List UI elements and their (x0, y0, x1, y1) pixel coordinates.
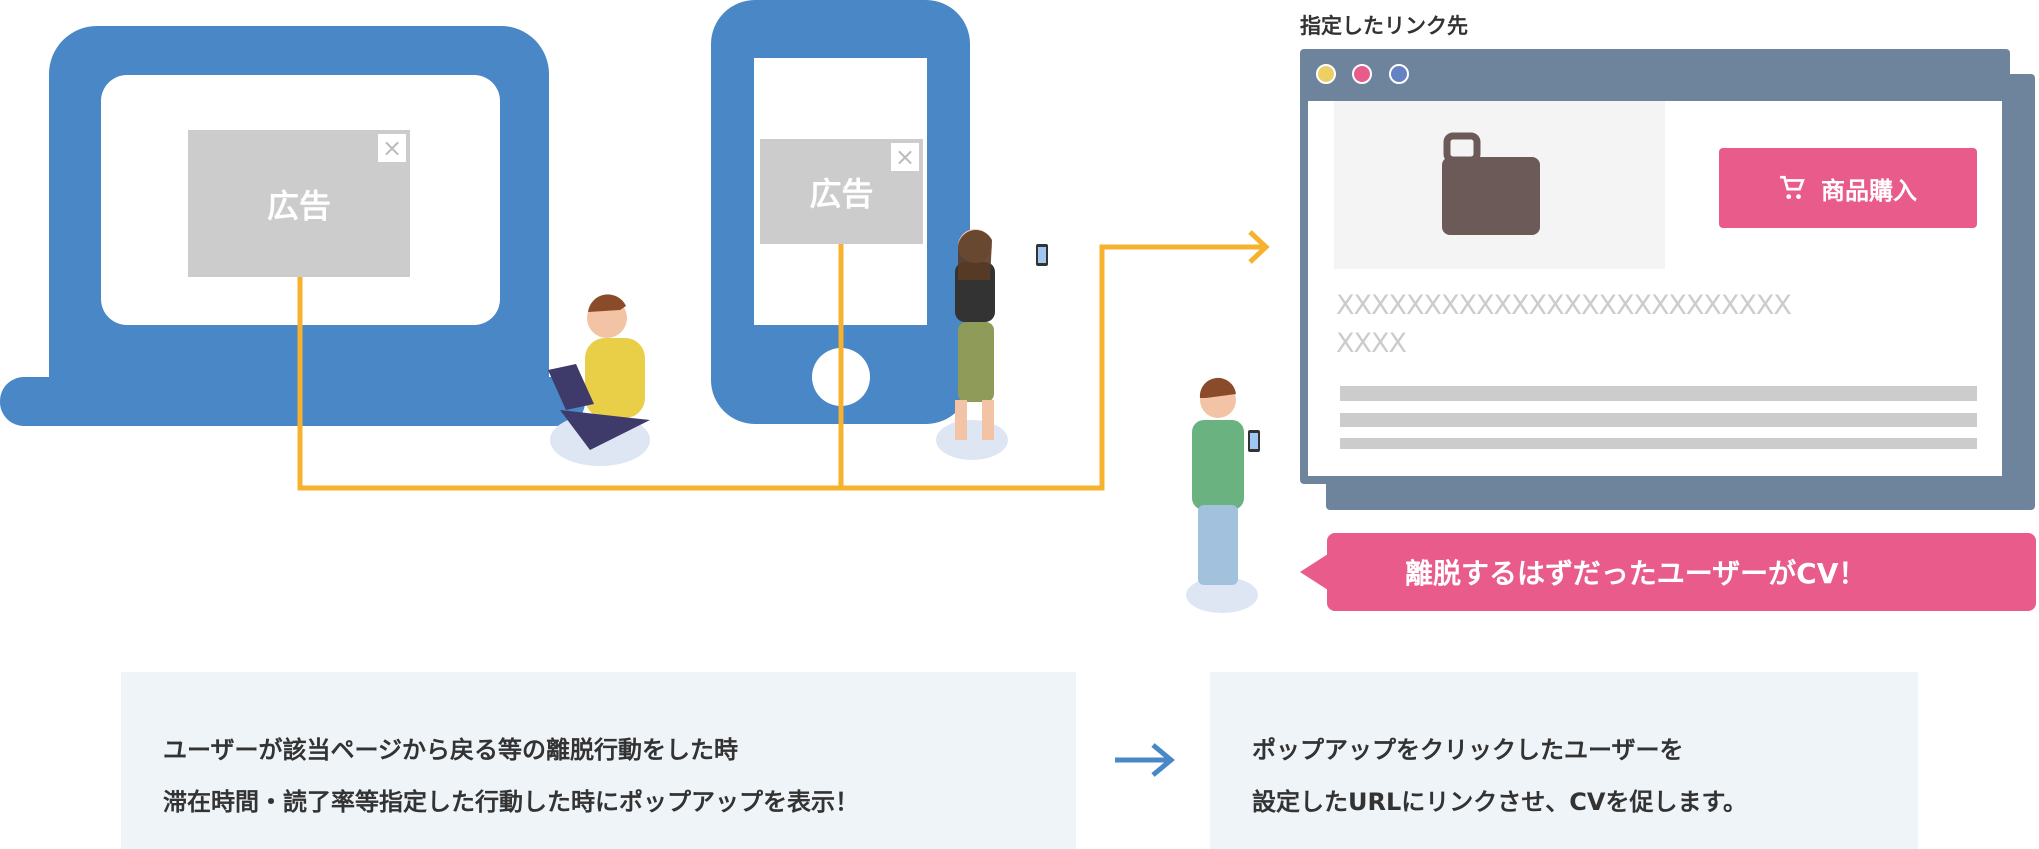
ad-label: 広告 (266, 186, 331, 225)
window-dot-yellow (1316, 64, 1336, 84)
product-image (1334, 101, 1665, 269)
phone-ad-banner[interactable]: 広告 × (760, 139, 923, 244)
close-icon[interactable]: × (378, 134, 406, 162)
step-text: 滞在時間・読了率等指定した行動した時にポップアップを表示！ (163, 788, 859, 816)
step-box-trigger: ユーザーが該当ページから戻る等の離脱行動をした時 滞在時間・読了率等指定した行動… (121, 672, 1076, 849)
placeholder-bar (1340, 413, 1977, 427)
laptop-base (0, 377, 585, 426)
laptop-ad-banner[interactable]: 広告 × (188, 130, 410, 277)
cart-icon (1780, 175, 1805, 200)
window-dot-blue (1389, 64, 1409, 84)
placeholder-bar (1340, 386, 1977, 401)
close-icon[interactable]: × (891, 143, 919, 171)
person-reading-phone-illustration (1186, 377, 1260, 613)
buy-button[interactable]: 商品購入 (1719, 148, 1977, 228)
window-dot-pink (1352, 64, 1372, 84)
flow-line (297, 230, 1270, 491)
person-with-smartphone-illustration (936, 229, 1048, 460)
callout-tail (1300, 554, 1328, 590)
person-with-laptop-illustration (548, 294, 650, 466)
destination-title: 指定したリンク先 (1300, 14, 1468, 38)
buy-button-label: 商品購入 (1821, 176, 1917, 205)
step-text: 設定したURLにリンクさせ、CVを促します。 (1252, 788, 1748, 816)
step-box-result: ポップアップをクリックしたユーザーを 設定したURLにリンクさせ、CVを促します… (1210, 672, 1918, 849)
arrow-right-icon (1115, 743, 1175, 777)
briefcase-icon (1442, 132, 1540, 235)
placeholder-text-line: XXXX (1336, 328, 1407, 359)
step-text: ポップアップをクリックしたユーザーを (1252, 736, 1684, 764)
cv-callout: 離脱するはずだったユーザーがCV！ (1327, 533, 2036, 611)
step-text: ユーザーが該当ページから戻る等の離脱行動をした時 (163, 736, 739, 764)
placeholder-text-line: XXXXXXXXXXXXXXXXXXXXXXXXXX (1336, 290, 1792, 321)
placeholder-bar (1340, 438, 1977, 449)
ad-label: 広告 (809, 174, 874, 213)
